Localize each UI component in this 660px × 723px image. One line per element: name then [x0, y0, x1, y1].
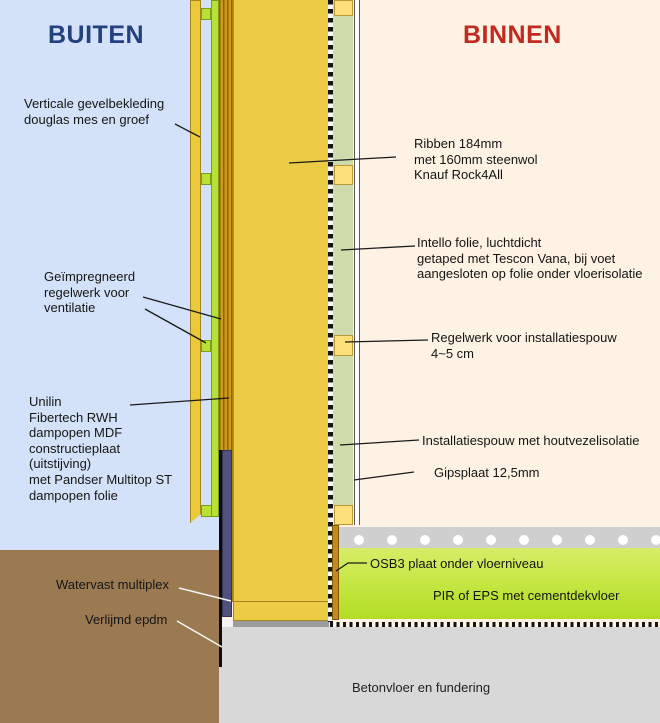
service-cavity-batten — [333, 505, 353, 525]
foil-under-floor-dotted-line — [330, 622, 660, 627]
sole-plate — [233, 601, 329, 621]
ventilation-batten-block — [201, 340, 211, 352]
service-cavity-insulation — [333, 0, 353, 505]
label-service-cavity: Installatiespouw met houtvezelisolatie — [422, 433, 640, 448]
ventilation-batten-block — [201, 8, 211, 20]
label-concrete: Betonvloer en fundering — [352, 680, 491, 695]
service-cavity-batten — [333, 335, 353, 356]
sill-white-piece — [222, 619, 233, 627]
cement-screed-band — [338, 527, 660, 548]
sill-gasket-strip — [233, 621, 329, 627]
label-treated-battens: Geïmpregneerd regelwerk voor ventilatie — [44, 269, 136, 316]
label-plasterboard: Gipsplaat 12,5mm — [434, 465, 540, 480]
outside-title: BUITEN — [48, 21, 145, 49]
treated-batten-strip — [211, 0, 219, 517]
intello-foil-dashed-line — [328, 0, 333, 622]
label-epdm: Verlijmd epdm — [85, 612, 168, 627]
plasterboard-strip — [353, 0, 360, 525]
leader-line-plasterboard — [353, 471, 415, 481]
service-cavity-batten — [333, 165, 353, 185]
label-unilin: Unilin Fibertech RWH dampopen MDF constr… — [29, 394, 173, 503]
label-multiplex: Watervast multiplex — [56, 577, 169, 592]
inside-title: BINNEN — [463, 21, 562, 49]
facade-cladding-plank — [190, 0, 201, 523]
insulated-wall-core — [233, 0, 330, 601]
label-intello: Intello folie, luchtdicht getaped met Te… — [417, 235, 643, 282]
label-cladding: Verticale gevelbekleding douglas mes en … — [24, 96, 165, 127]
outside-sky-region — [0, 0, 219, 550]
label-service-battens: Regelwerk voor installatiespouw 4~5 cm — [431, 330, 617, 361]
service-cavity-batten — [333, 0, 353, 16]
label-ribs: Ribben 184mm met 160mm steenwol Knauf Ro… — [414, 136, 538, 183]
multiplex-plinth-board — [221, 450, 232, 617]
ground-soil-region — [0, 550, 219, 723]
label-pir: PIR of EPS met cementdekvloer — [433, 588, 620, 603]
pir-insulation-layer — [338, 548, 660, 619]
osb3-edge-strip — [331, 525, 339, 620]
label-osb: OSB3 plaat onder vloerniveau — [370, 556, 544, 571]
concrete-floor-region — [219, 627, 660, 723]
epdm-membrane-line — [218, 450, 222, 667]
ventilation-batten-block — [201, 173, 211, 185]
